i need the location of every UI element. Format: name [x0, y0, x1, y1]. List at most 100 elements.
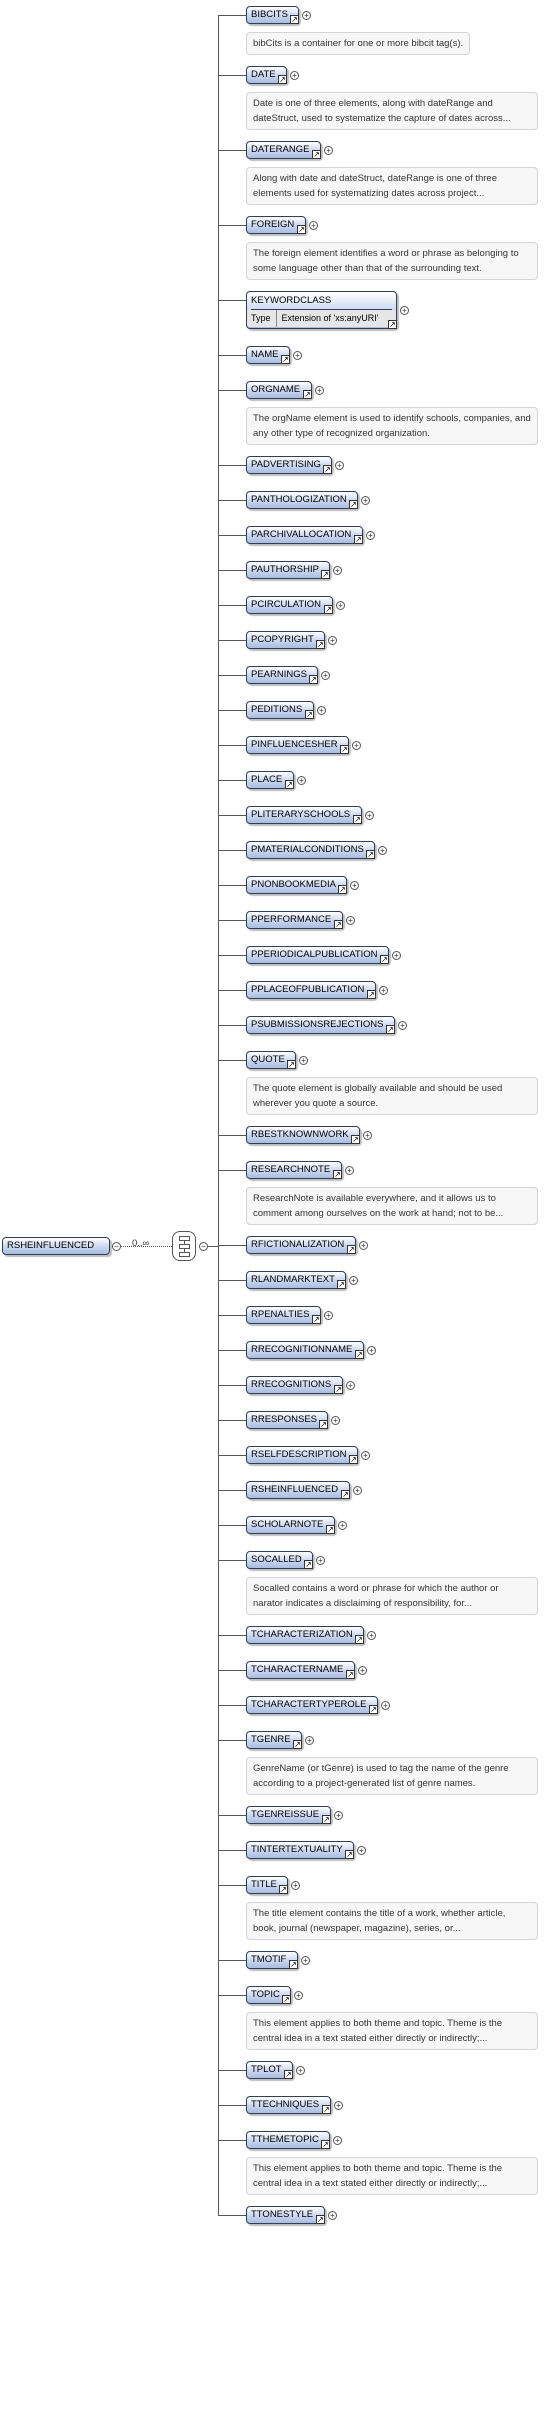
element-node[interactable]: PPLACEOFPUBLICATION↗	[246, 981, 376, 999]
expand-icon[interactable]: +	[367, 1630, 376, 1640]
element-node[interactable]: PAUTHORSHIP↗	[246, 561, 330, 579]
expand-icon[interactable]: +	[333, 2135, 342, 2145]
expand-icon[interactable]: +	[357, 1845, 366, 1855]
element-node[interactable]: RPENALTIES↗	[246, 1306, 321, 1324]
expand-icon[interactable]: +	[305, 1735, 314, 1745]
expand-icon[interactable]: +	[299, 1055, 308, 1065]
element-node[interactable]: RLANDMARKTEXT↗	[246, 1271, 346, 1289]
element-node[interactable]: RSELFDESCRIPTION↗	[246, 1446, 358, 1464]
expand-icon[interactable]: +	[302, 10, 311, 20]
element-node[interactable]: DATERANGE↗	[246, 141, 321, 159]
expand-icon[interactable]: +	[358, 1665, 367, 1675]
element-node[interactable]: RRECOGNITIONS↗	[246, 1376, 343, 1394]
expand-icon[interactable]: +	[334, 1810, 343, 1820]
expand-icon[interactable]: +	[378, 845, 387, 855]
expand-icon[interactable]: +	[324, 1310, 333, 1320]
expand-icon[interactable]: +	[346, 1380, 355, 1390]
element-node[interactable]: PANTHOLOGIZATION↗	[246, 491, 358, 509]
expand-icon[interactable]: +	[365, 810, 374, 820]
element-node[interactable]: RFICTIONALIZATION↗	[246, 1236, 356, 1254]
sequence-collapse-icon[interactable]: −	[199, 1242, 208, 1251]
expand-icon[interactable]: +	[400, 305, 409, 315]
element-node[interactable]: TCHARACTERNAME↗	[246, 1661, 355, 1679]
expand-icon[interactable]: +	[334, 2100, 343, 2110]
element-node[interactable]: TPLOT↗	[246, 2061, 293, 2079]
element-node[interactable]: TTECHNIQUES↗	[246, 2096, 331, 2114]
expand-icon[interactable]: +	[294, 1990, 303, 2000]
element-node[interactable]: RESEARCHNOTE↗	[246, 1161, 342, 1179]
element-node[interactable]: DATE↗	[246, 66, 287, 84]
expand-icon[interactable]: +	[359, 1240, 368, 1250]
expand-icon[interactable]: +	[338, 1520, 347, 1530]
expand-icon[interactable]: +	[321, 670, 330, 680]
expand-icon[interactable]: +	[353, 1485, 362, 1495]
element-node[interactable]: PCIRCULATION↗	[246, 596, 333, 614]
expand-icon[interactable]: +	[335, 460, 344, 470]
element-node[interactable]: PARCHIVALLOCATION↗	[246, 526, 363, 544]
element-node[interactable]: SCHOLARNOTE↗	[246, 1516, 335, 1534]
expand-icon[interactable]: +	[379, 985, 388, 995]
element-node[interactable]: PCOPYRIGHT↗	[246, 631, 325, 649]
element-node[interactable]: TCHARACTERTYPEROLE↗	[246, 1696, 378, 1714]
element-node[interactable]: PEARNINGS↗	[246, 666, 318, 684]
element-node[interactable]: PNONBOOKMEDIA↗	[246, 876, 347, 894]
element-node[interactable]: RSHEINFLUENCED↗	[246, 1481, 350, 1499]
expand-icon[interactable]: +	[328, 635, 337, 645]
element-node[interactable]: QUOTE↗	[246, 1051, 296, 1069]
expand-icon[interactable]: +	[392, 950, 401, 960]
element-node[interactable]: PINFLUENCESHER↗	[246, 736, 349, 754]
element-node[interactable]: PPERIODICALPUBLICATION↗	[246, 946, 389, 964]
expand-icon[interactable]: +	[349, 1275, 358, 1285]
expand-icon[interactable]: +	[350, 880, 359, 890]
element-node[interactable]: RRESPONSES↗	[246, 1411, 328, 1429]
expand-icon[interactable]: +	[331, 1415, 340, 1425]
expand-icon[interactable]: +	[361, 1450, 370, 1460]
expand-icon[interactable]: +	[346, 915, 355, 925]
element-node[interactable]: TTHEMETOPIC↗	[246, 2131, 330, 2149]
element-node[interactable]: PADVERTISING↗	[246, 456, 332, 474]
expand-icon[interactable]: +	[361, 495, 370, 505]
expand-icon[interactable]: +	[317, 705, 326, 715]
element-node[interactable]: TITLE↗	[246, 1876, 288, 1894]
expand-icon[interactable]: +	[309, 220, 318, 230]
expand-icon[interactable]: +	[345, 1165, 354, 1175]
element-node[interactable]: TCHARACTERIZATION↗	[246, 1626, 364, 1644]
element-node[interactable]: FOREIGN↗	[246, 216, 306, 234]
expand-icon[interactable]: +	[290, 70, 299, 80]
expand-icon[interactable]: +	[291, 1880, 300, 1890]
expand-icon[interactable]: +	[293, 350, 302, 360]
expand-icon[interactable]: +	[398, 1020, 407, 1030]
expand-icon[interactable]: +	[316, 1555, 325, 1565]
element-node[interactable]: PSUBMISSIONSREJECTIONS↗	[246, 1016, 395, 1034]
element-node[interactable]: PLACE↗	[246, 771, 294, 789]
element-node[interactable]: TINTERTEXTUALITY↗	[246, 1841, 354, 1859]
element-node[interactable]: TTONESTYLE↗	[246, 2206, 325, 2224]
expand-icon[interactable]: +	[336, 600, 345, 610]
element-node[interactable]: PMATERIALCONDITIONS↗	[246, 841, 375, 859]
element-node[interactable]: NAME↗	[246, 346, 290, 364]
element-node[interactable]: TMOTIF↗	[246, 1951, 298, 1969]
expand-icon[interactable]: +	[328, 2210, 337, 2220]
expand-icon[interactable]: +	[301, 1955, 310, 1965]
element-node[interactable]: RBESTKNOWNWORK↗	[246, 1126, 360, 1144]
expand-icon[interactable]: +	[363, 1130, 372, 1140]
element-node[interactable]: PPERFORMANCE↗	[246, 911, 343, 929]
expand-icon[interactable]: +	[333, 565, 342, 575]
expand-icon[interactable]: +	[324, 145, 333, 155]
root-element[interactable]: RSHEINFLUENCED	[2, 1237, 110, 1255]
expand-icon[interactable]: +	[296, 2065, 305, 2075]
element-node[interactable]: ORGNAME↗	[246, 381, 312, 399]
expand-icon[interactable]: +	[352, 740, 361, 750]
expand-icon[interactable]: +	[366, 530, 375, 540]
expand-icon[interactable]: +	[367, 1345, 376, 1355]
element-node[interactable]: BIBCITS↗	[246, 6, 299, 24]
expand-icon[interactable]: +	[315, 385, 324, 395]
element-node[interactable]: PLITERARYSCHOOLS↗	[246, 806, 362, 824]
element-node[interactable]: PEDITIONS↗	[246, 701, 314, 719]
element-node[interactable]: TGENREISSUE↗	[246, 1806, 331, 1824]
expand-icon[interactable]: +	[381, 1700, 390, 1710]
element-node[interactable]: TGENRE↗	[246, 1731, 302, 1749]
element-node[interactable]: SOCALLED↗	[246, 1551, 313, 1569]
expand-icon[interactable]: +	[297, 775, 306, 785]
